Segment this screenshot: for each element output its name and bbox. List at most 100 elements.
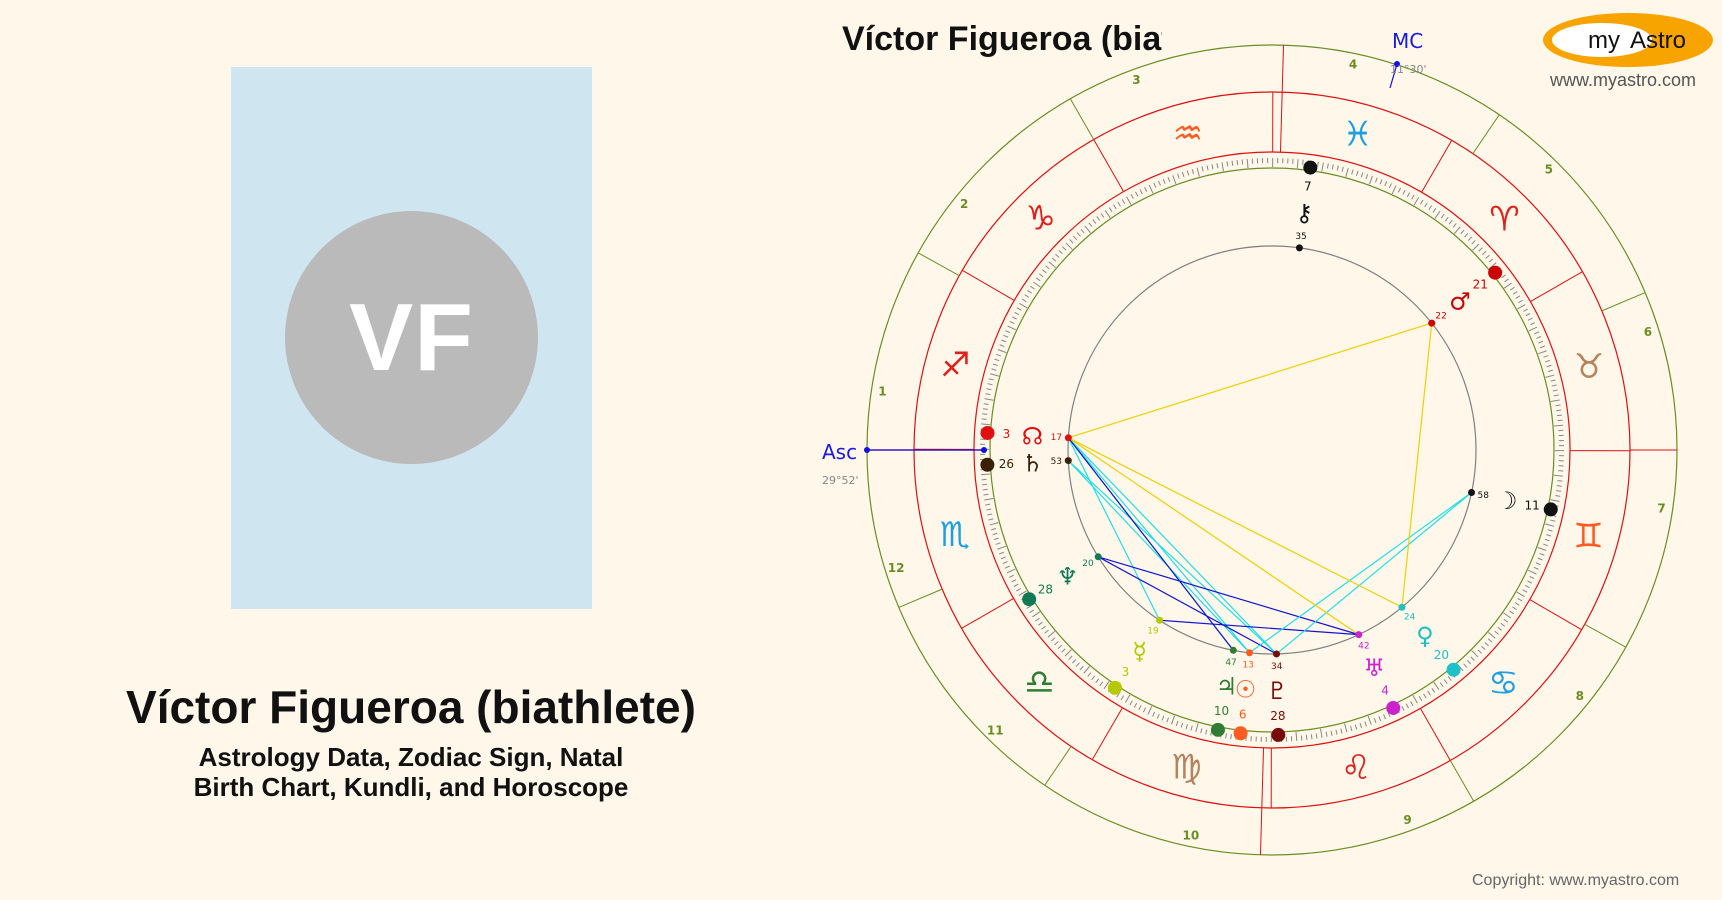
- house-number-8: 8: [1576, 689, 1584, 703]
- saturn-ring-dot: [980, 457, 995, 472]
- copyright-text: Copyright: www.myastro.com: [1472, 872, 1680, 889]
- aspect-line: [1067, 460, 1250, 654]
- chiron-degree: 7: [1304, 179, 1312, 193]
- sign-virgo-icon: ♍︎: [1171, 748, 1201, 788]
- moon-icon: ☽︎: [1496, 487, 1518, 515]
- sun-ring-dot: [1233, 726, 1248, 741]
- pluto-degree: 28: [1270, 709, 1285, 723]
- logo-my: my: [1588, 27, 1620, 54]
- aspect-lines: [1067, 322, 1472, 655]
- sign-cancer-icon: ♋︎: [1488, 663, 1518, 703]
- aspect-line: [1067, 437, 1161, 621]
- jupiter-ring-dot: [1210, 722, 1225, 737]
- aspect-line: [1067, 437, 1277, 655]
- mc-label: MC: [1392, 29, 1423, 53]
- pluto-minutes: 34: [1271, 662, 1283, 672]
- neptune-ring-dot: [1022, 592, 1037, 607]
- neptune-aspect-dot: [1094, 553, 1102, 561]
- uranus-minutes: 42: [1358, 641, 1369, 651]
- moon-degree: 11: [1525, 498, 1540, 512]
- mars-aspect-dot: [1428, 319, 1436, 327]
- house-number-12: 12: [888, 561, 905, 575]
- house-number-10: 10: [1183, 829, 1200, 843]
- jupiter-aspect-dot: [1229, 646, 1237, 654]
- node-minutes: 17: [1051, 433, 1062, 443]
- node-icon: ☊︎: [1022, 423, 1043, 451]
- moon-ring-dot: [1543, 502, 1558, 517]
- mars-icon: ♂︎: [1449, 288, 1471, 316]
- aspect-line: [1067, 437, 1234, 651]
- aspect-line: [1068, 437, 1360, 636]
- mc-dot: [1394, 61, 1400, 67]
- avatar-initials: VF: [349, 283, 474, 391]
- subtitle-line-2: Birth Chart, Kundli, and Horoscope: [193, 772, 629, 802]
- saturn-icon: ♄︎: [1022, 449, 1044, 477]
- aspect-line: [1068, 437, 1403, 608]
- asc-degree: 29°52': [822, 474, 859, 487]
- aspect-line: [1097, 556, 1277, 655]
- sign-libra-icon: ♎︎: [1024, 662, 1054, 702]
- house-number-4: 4: [1349, 57, 1357, 71]
- page-subtitle: Astrology Data, Zodiac Sign, Natal Birth…: [0, 742, 822, 802]
- mercury-ring-dot: [1107, 680, 1122, 695]
- chart-title: Víctor Figueroa (biat: [842, 20, 1162, 58]
- sign-sagittarius-icon: ♐︎: [940, 345, 970, 385]
- zodiac-inner-ring: [973, 151, 1571, 749]
- zodiac-sign-glyphs: ♌︎♍︎♎︎♏︎♐︎♑︎♒︎♓︎♈︎♉︎♊︎♋︎: [940, 114, 1605, 788]
- house-number-1: 1: [878, 384, 886, 398]
- saturn-degree: 26: [999, 457, 1014, 471]
- sun-minutes: 13: [1242, 661, 1253, 671]
- subtitle-line-1: Astrology Data, Zodiac Sign, Natal: [198, 742, 624, 772]
- neptune-icon: ♆︎: [1057, 563, 1079, 591]
- house-number-3: 3: [1132, 73, 1140, 87]
- jupiter-minutes: 47: [1225, 658, 1236, 668]
- sign-gemini-icon: ♊︎: [1573, 517, 1603, 557]
- venus-ring-dot: [1446, 662, 1461, 677]
- aspect-line: [1249, 492, 1472, 654]
- asc-label: Asc: [822, 440, 857, 464]
- site-url-link[interactable]: www.myastro.com: [1550, 70, 1697, 90]
- venus-degree: 20: [1434, 648, 1449, 662]
- sun-degree: 6: [1239, 707, 1247, 721]
- sign-aquarius-icon: ♒︎: [1173, 114, 1203, 154]
- degree-ticks: [979, 157, 1565, 743]
- sun-icon: ☉︎: [1235, 676, 1257, 704]
- mercury-minutes: 19: [1147, 626, 1159, 636]
- uranus-icon: ♅︎: [1363, 654, 1385, 682]
- house-number-9: 9: [1403, 813, 1411, 827]
- chiron-aspect-dot: [1295, 244, 1303, 252]
- moon-aspect-dot: [1468, 489, 1476, 497]
- mars-ring-dot: [1488, 265, 1503, 280]
- venus-minutes: 24: [1404, 613, 1416, 623]
- logo-inner-ellipse: [1552, 23, 1652, 57]
- node-aspect-dot: [1064, 434, 1072, 442]
- sign-scorpio-icon: ♏︎: [940, 515, 970, 555]
- house-number-11: 11: [987, 723, 1004, 737]
- saturn-aspect-dot: [1064, 457, 1072, 465]
- uranus-degree: 4: [1381, 684, 1389, 698]
- saturn-minutes: 53: [1051, 457, 1062, 467]
- uranus-ring-dot: [1386, 700, 1401, 715]
- chiron-ring-dot: [1303, 160, 1318, 175]
- planet-glyphs: ♃︎1047☉︎613♇︎2834♅︎442♀︎2024☿︎319♆︎2820♄…: [980, 160, 1558, 742]
- venus-aspect-dot: [1398, 603, 1406, 611]
- pluto-icon: ♇︎: [1267, 677, 1289, 705]
- pluto-aspect-dot: [1273, 650, 1281, 658]
- aspect-line: [1067, 460, 1277, 655]
- aspect-line: [1098, 556, 1359, 636]
- sign-aries-icon: ♈︎: [1489, 200, 1519, 240]
- house-number-7: 7: [1657, 502, 1665, 516]
- aspect-line: [1068, 322, 1432, 439]
- jupiter-icon: ♃︎: [1216, 673, 1238, 701]
- page-title: Víctor Figueroa (biathlete): [126, 681, 696, 733]
- mercury-icon: ☿︎: [1132, 637, 1147, 665]
- sign-taurus-icon: ♉︎: [1574, 347, 1604, 387]
- myastro-logo: my Astro: [1543, 13, 1713, 67]
- chart-wheel-graphics: ♌︎♍︎♎︎♏︎♐︎♑︎♒︎♓︎♈︎♉︎♊︎♋︎ 123456789101112…: [822, 29, 1678, 856]
- house-cusps: [867, 45, 1677, 855]
- venus-icon: ♀︎: [1416, 622, 1434, 650]
- aspect-circle: [1067, 245, 1477, 655]
- moon-minutes: 58: [1478, 491, 1490, 501]
